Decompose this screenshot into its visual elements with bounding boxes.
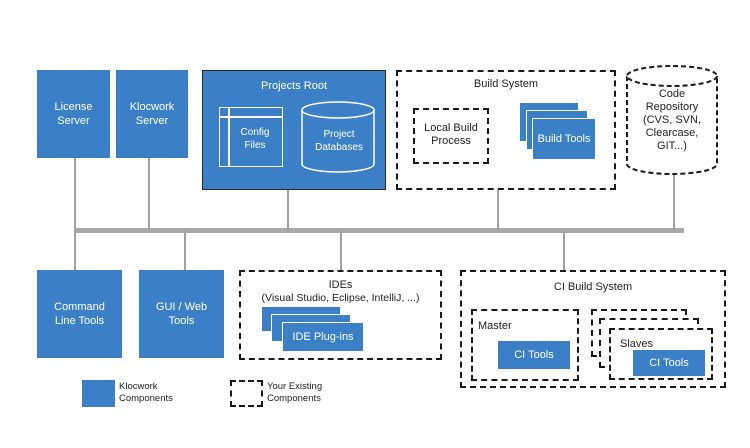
ide-plugins-box: IDE Plug-ins [282, 322, 364, 352]
build-tools-box: Build Tools [532, 118, 596, 160]
ides-subtitle: (Visual Studio, Eclipse, IntelliJ, ...) [261, 292, 420, 304]
legend-existing-label: Your Existing Components [267, 381, 323, 404]
license-server-box: License Server [37, 70, 110, 158]
master-label: Master [478, 320, 512, 332]
connector-gui-web-tools [184, 230, 186, 270]
connector-code-repository [673, 170, 675, 230]
gui-web-tools-box: GUI / Web Tools [139, 270, 224, 358]
ides-title: IDEs [328, 279, 353, 291]
connector-ci-build-system [563, 230, 565, 270]
connector-command-line-tools [74, 230, 76, 270]
connector-ides [340, 230, 342, 270]
ci-tools-slave-box: CI Tools [633, 350, 705, 376]
legend-klocwork-label: Klocwork Components [119, 381, 173, 404]
local-build-process-box [413, 108, 489, 164]
code-repository-cylinder [626, 65, 718, 175]
code-repository-label: Code Repository (CVS, SVN, Clearcase, GI… [642, 88, 702, 152]
connector-build-system [497, 190, 499, 230]
projects-root-label: Projects Root [260, 80, 328, 92]
legend-klocwork-swatch [82, 380, 115, 407]
ci-build-system-label: CI Build System [553, 281, 633, 293]
command-line-tools-box: Command Line Tools [37, 270, 122, 358]
ci-tools-master-box: CI Tools [498, 341, 570, 369]
network-bus [74, 228, 684, 233]
project-databases-icon [301, 101, 375, 173]
legend-existing-swatch [230, 380, 263, 407]
projects-root-box: Projects Root [202, 70, 386, 190]
build-system-label: Build System [473, 78, 539, 90]
connector-projects-root [287, 190, 289, 230]
local-build-process-label: Local Build Process [424, 122, 478, 147]
connector-license-server [74, 158, 76, 230]
klocwork-server-box: Klocwork Server [116, 70, 188, 158]
project-databases-label: Project Databases [315, 129, 363, 153]
config-files-icon: Config Files [219, 107, 283, 167]
config-files-label: Config Files [240, 127, 270, 151]
slaves-label: Slaves [620, 338, 654, 350]
connector-klocwork-server [148, 158, 150, 230]
